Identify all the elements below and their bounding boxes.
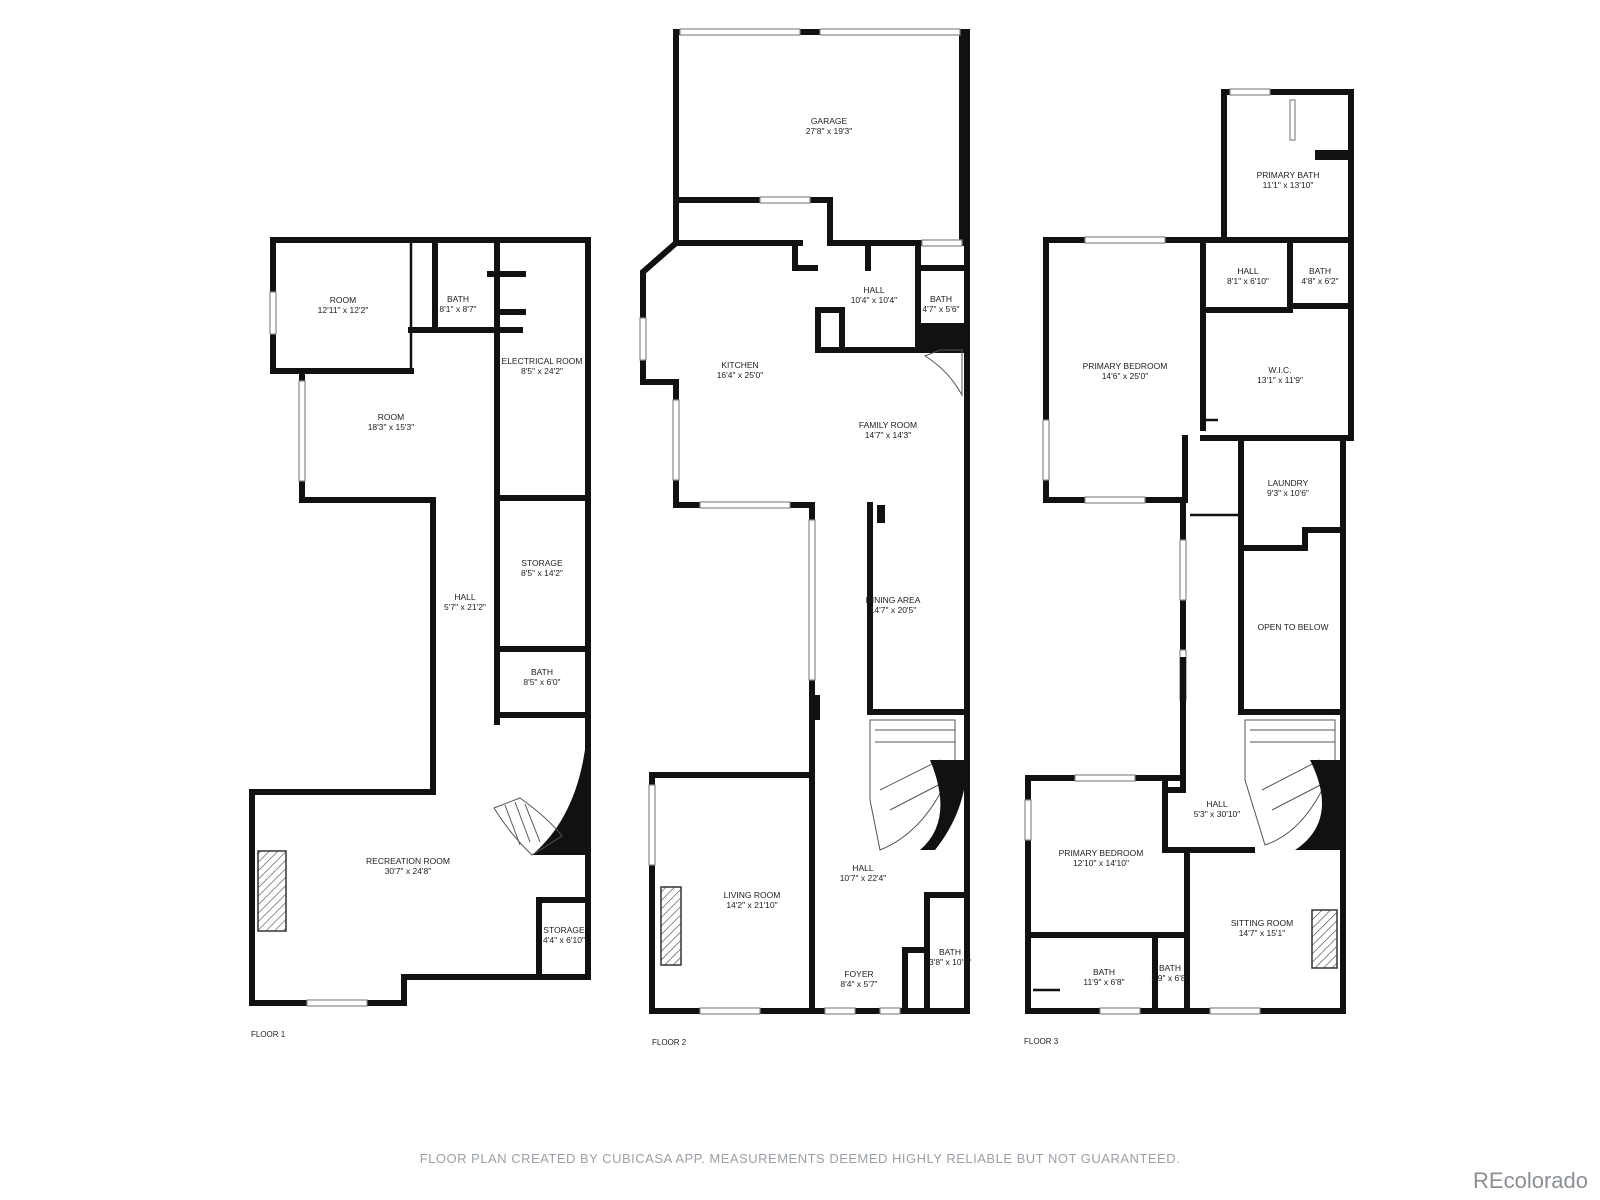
room-dims: 12'11" x 12'2" xyxy=(318,305,369,315)
room-dims: 8'5" x 6'0" xyxy=(523,677,560,687)
room-dims: 8'5" x 24'2" xyxy=(521,366,563,376)
room-name: STORAGE xyxy=(543,925,585,935)
room-dims: 8'1" x 6'10" xyxy=(1227,276,1269,286)
room-dims: 10'7" x 22'4" xyxy=(840,873,887,883)
disclaimer-text: FLOOR PLAN CREATED BY CUBICASA APP. MEAS… xyxy=(419,1151,1181,1166)
room-name: HALL xyxy=(454,592,476,602)
floor-label: FLOOR 2 xyxy=(652,1038,687,1047)
room-name: FOYER xyxy=(844,969,873,979)
floor-1-labels: ROOM 12'11" x 12'2" BATH 8'1" x 8'7" ELE… xyxy=(251,294,585,1039)
room-dims: 16'4" x 25'0" xyxy=(717,370,764,380)
room-dims: 30'7" x 24'8" xyxy=(385,866,432,876)
room-dims: 5'3" x 30'10" xyxy=(1194,809,1241,819)
room-name: BATH xyxy=(1159,963,1181,973)
room-name: BATH xyxy=(447,294,469,304)
room-name: ROOM xyxy=(330,295,356,305)
room-dims: 10'4" x 10'4" xyxy=(851,295,898,305)
room-name: ROOM xyxy=(378,412,404,422)
room-name: LIVING ROOM xyxy=(724,890,781,900)
floor-3-labels: PRIMARY BATH 11'1" x 13'10" HALL 8'1" x … xyxy=(1024,170,1339,1046)
room-dims: 4'7" x 5'6" xyxy=(922,304,959,314)
room-name: HALL xyxy=(1237,266,1259,276)
floor-3-plan xyxy=(1024,88,1354,1015)
room-name: HALL xyxy=(863,285,885,295)
room-dims: 8'5" x 14'2" xyxy=(521,568,563,578)
room-name: STORAGE xyxy=(521,558,563,568)
room-name: GARAGE xyxy=(811,116,848,126)
room-name: SITTING ROOM xyxy=(1231,918,1293,928)
room-name: DINING AREA xyxy=(866,595,921,605)
room-name: OPEN TO BELOW xyxy=(1257,622,1328,632)
room-dims: 12'10" x 14'10" xyxy=(1073,858,1129,868)
floor-2-labels: GARAGE 27'8" x 19'3" HALL 10'4" x 10'4" … xyxy=(652,116,971,1047)
room-dims: 5'7" x 21'2" xyxy=(444,602,486,612)
room-name: KITCHEN xyxy=(721,360,758,370)
room-dims: 9'3" x 10'6" xyxy=(1267,488,1309,498)
room-dims: 8'4" x 5'7" xyxy=(840,979,877,989)
room-name: PRIMARY BEDROOM xyxy=(1083,361,1168,371)
room-dims: 14'7" x 20'5" xyxy=(870,605,917,615)
room-name: BATH xyxy=(1093,967,1115,977)
room-name: W.I.C. xyxy=(1268,365,1291,375)
room-dims: 14'7" x 14'3" xyxy=(865,430,912,440)
room-dims: 14'7" x 15'1" xyxy=(1239,928,1286,938)
room-name: LAUNDRY xyxy=(1268,478,1309,488)
room-name: BATH xyxy=(531,667,553,677)
room-dims: 27'8" x 19'3" xyxy=(806,126,853,136)
room-dims: 14'2" x 21'10" xyxy=(726,900,777,910)
room-name: FAMILY ROOM xyxy=(859,420,917,430)
room-dims: 4'4" x 6'10" xyxy=(543,935,585,945)
room-dims: 8'1" x 8'7" xyxy=(439,304,476,314)
floor-2-plan xyxy=(639,28,970,1015)
room-name: PRIMARY BATH xyxy=(1257,170,1320,180)
room-name: BATH xyxy=(939,947,961,957)
room-dims: 3'8" x 10'5" xyxy=(929,957,971,967)
room-dims: 2'9" x 6'8" xyxy=(1151,973,1188,983)
room-dims: 11'1" x 13'10" xyxy=(1263,180,1314,190)
room-dims: 13'1" x 11'9" xyxy=(1257,375,1303,385)
room-name: HALL xyxy=(852,863,874,873)
room-dims: 18'3" x 15'3" xyxy=(368,422,415,432)
room-dims: 11'9" x 6'8" xyxy=(1083,977,1124,987)
floor-label: FLOOR 1 xyxy=(251,1030,286,1039)
floor-1-plan xyxy=(249,237,591,1007)
room-name: ELECTRICAL ROOM xyxy=(502,356,583,366)
room-dims: 4'8" x 6'2" xyxy=(1301,276,1338,286)
floor-label: FLOOR 3 xyxy=(1024,1037,1059,1046)
room-dims: 14'6" x 25'0" xyxy=(1102,371,1149,381)
room-name: RECREATION ROOM xyxy=(366,856,450,866)
room-name: BATH xyxy=(930,294,952,304)
room-name: BATH xyxy=(1309,266,1331,276)
room-name: PRIMARY BEDROOM xyxy=(1059,848,1144,858)
brand-logo-text: REcolorado xyxy=(1473,1168,1588,1193)
room-name: HALL xyxy=(1206,799,1228,809)
